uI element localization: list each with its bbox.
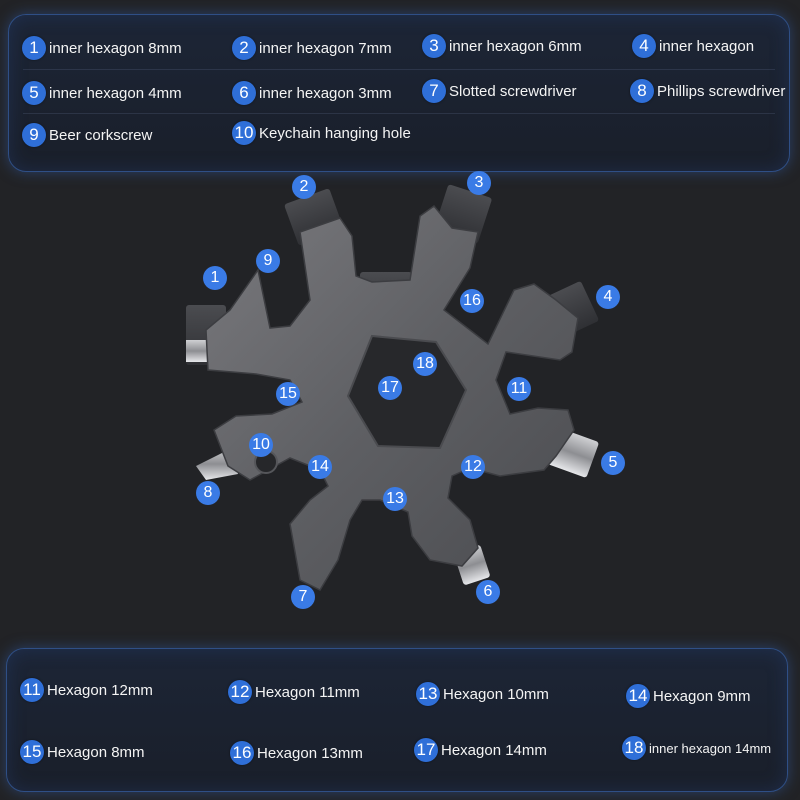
legend-label: Phillips screwdriver: [657, 82, 786, 100]
legend-item-11: 11 Hexagon 12mm: [20, 678, 153, 702]
legend-label: Hexagon 11mm: [255, 683, 360, 701]
marker-15: 15: [276, 382, 300, 406]
legend-label: inner hexagon: [659, 37, 755, 55]
legend-item-14: 14 Hexagon 9mm: [626, 684, 751, 708]
legend-item-6: 6 inner hexagon 3mm: [232, 81, 392, 105]
legend-badge: 2: [232, 36, 256, 60]
legend-badge: 15: [20, 740, 44, 764]
legend-badge: 7: [422, 79, 446, 103]
legend-badge: 8: [630, 79, 654, 103]
bottom-legend-panel: [6, 648, 788, 792]
legend-badge: 18: [622, 736, 646, 760]
legend-label: Hexagon 10mm: [443, 685, 549, 703]
legend-badge: 17: [414, 738, 438, 762]
legend-badge: 9: [22, 123, 46, 147]
marker-11: 11: [507, 377, 531, 401]
legend-item-1: 1 inner hexagon 8mm: [22, 36, 182, 60]
legend-item-18: 18 inner hexagon 14mm: [622, 736, 771, 760]
marker-1: 1: [203, 266, 227, 290]
legend-badge: 10: [232, 121, 256, 145]
legend-label: Keychain hanging hole: [259, 124, 411, 142]
legend-badge: 12: [228, 680, 252, 704]
legend-badge: 11: [20, 678, 44, 702]
marker-3: 3: [467, 171, 491, 195]
legend-item-13: 13 Hexagon 10mm: [416, 682, 549, 706]
legend-item-4: 4 inner hexagon: [632, 34, 754, 58]
legend-badge: 16: [230, 741, 254, 765]
marker-14: 14: [308, 455, 332, 479]
legend-item-2: 2 inner hexagon 7mm: [232, 36, 392, 60]
legend-badge: 3: [422, 34, 446, 58]
marker-13: 13: [383, 487, 407, 511]
legend-badge: 4: [632, 34, 656, 58]
legend-label: Slotted screwdriver: [449, 82, 577, 100]
top-legend-panel: [8, 14, 790, 172]
legend-item-12: 12 Hexagon 11mm: [228, 680, 360, 704]
legend-item-15: 15 Hexagon 8mm: [20, 740, 145, 764]
legend-label: inner hexagon 3mm: [259, 84, 392, 102]
marker-18: 18: [413, 352, 437, 376]
legend-label: inner hexagon 4mm: [49, 84, 182, 102]
marker-4: 4: [596, 285, 620, 309]
legend-item-9: 9 Beer corkscrew: [22, 123, 152, 147]
legend-label: inner hexagon 14mm: [649, 740, 772, 756]
marker-8: 8: [196, 481, 220, 505]
legend-label: Beer corkscrew: [49, 126, 153, 144]
legend-badge: 14: [626, 684, 650, 708]
marker-6: 6: [476, 580, 500, 604]
marker-7: 7: [291, 585, 315, 609]
legend-label: Hexagon 14mm: [441, 741, 547, 759]
legend-badge: 13: [416, 682, 440, 706]
legend-label: Hexagon 12mm: [47, 681, 153, 699]
legend-label: Hexagon 8mm: [47, 743, 145, 761]
legend-item-8: 8 Phillips screwdriver: [630, 79, 785, 103]
legend-item-17: 17 Hexagon 14mm: [414, 738, 547, 762]
legend-label: Hexagon 9mm: [653, 687, 751, 705]
legend-label: Hexagon 13mm: [257, 744, 363, 762]
legend-item-10: 10 Keychain hanging hole: [232, 121, 411, 145]
legend-item-5: 5 inner hexagon 4mm: [22, 81, 182, 105]
legend-badge: 1: [22, 36, 46, 60]
legend-label: inner hexagon 6mm: [449, 37, 582, 55]
legend-item-7: 7 Slotted screwdriver: [422, 79, 577, 103]
legend-label: inner hexagon 8mm: [49, 39, 182, 57]
legend-item-16: 16 Hexagon 13mm: [230, 741, 363, 765]
marker-12: 12: [461, 455, 485, 479]
legend-divider: [23, 113, 775, 114]
legend-item-3: 3 inner hexagon 6mm: [422, 34, 582, 58]
legend-divider: [23, 69, 775, 70]
marker-17: 17: [378, 376, 402, 400]
marker-16: 16: [460, 289, 484, 313]
marker-5: 5: [601, 451, 625, 475]
marker-2: 2: [292, 175, 316, 199]
marker-9: 9: [256, 249, 280, 273]
legend-badge: 5: [22, 81, 46, 105]
legend-badge: 6: [232, 81, 256, 105]
legend-label: inner hexagon 7mm: [259, 39, 392, 57]
marker-10: 10: [249, 433, 273, 457]
